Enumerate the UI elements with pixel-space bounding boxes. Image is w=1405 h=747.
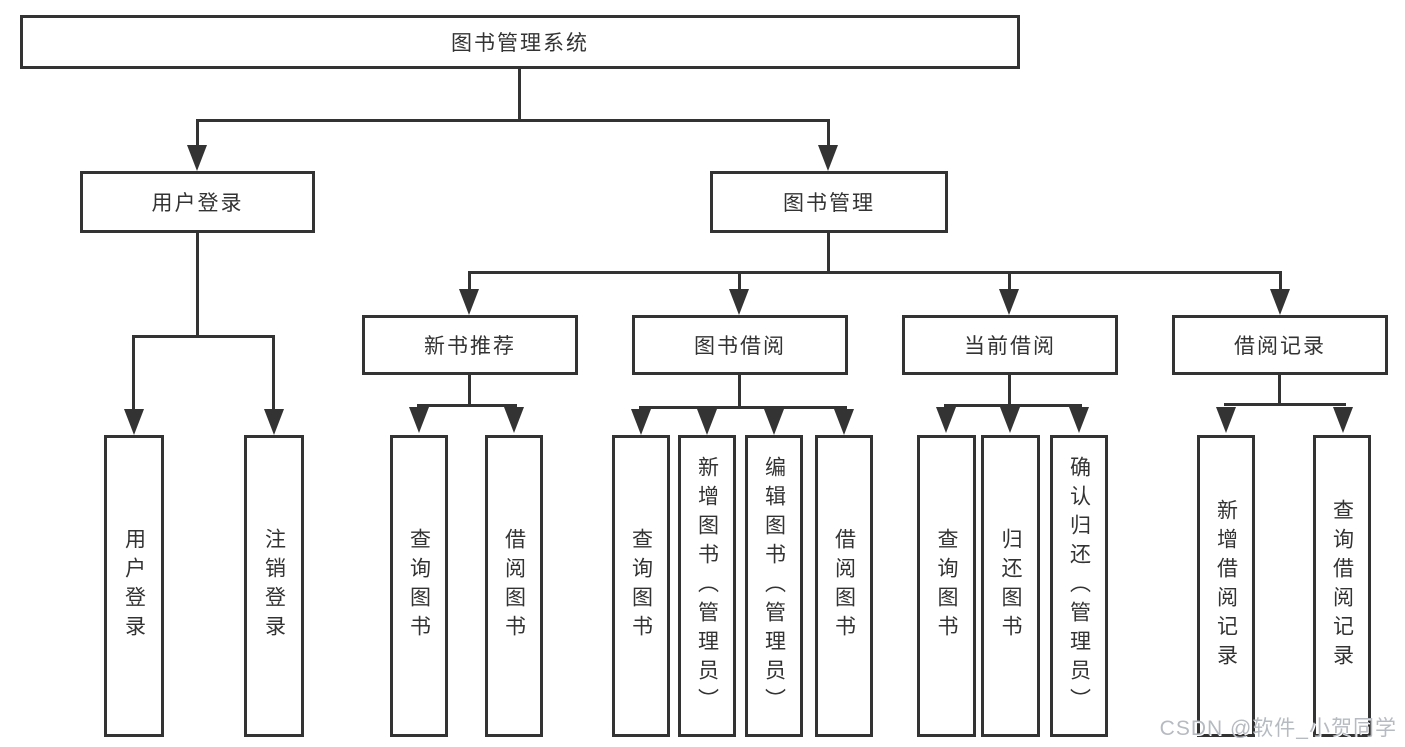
leaf-confirm-return-admin: 确认归还（管理员） <box>1050 435 1108 737</box>
arrowhead-current-borrow <box>999 289 1019 315</box>
leaf-borrow-books: 借阅图书 <box>815 435 873 737</box>
connector-user-login-branch <box>132 335 275 338</box>
arrowhead-leaf-add-books <box>697 409 717 435</box>
arrowhead-book-borrow <box>729 289 749 315</box>
node-current-borrowing: 当前借阅 <box>902 315 1118 375</box>
node-user-login-label: 用户登录 <box>151 192 244 215</box>
arrowhead-leaf-logout <box>264 409 284 435</box>
leaf-borrow-books-recommend: 借阅图书 <box>485 435 543 737</box>
connector-book-borrow-stem <box>738 375 741 409</box>
connector-stem-user-login <box>196 119 199 151</box>
node-borrowing-records-label: 借阅记录 <box>1234 335 1326 358</box>
connector-stem-leaf-logout <box>272 335 275 413</box>
arrowhead-book-management <box>818 145 838 171</box>
node-book-management: 图书管理 <box>710 171 948 233</box>
connector-current-borrow-stem <box>1008 375 1011 407</box>
arrowhead-leaf-add-record <box>1216 407 1236 433</box>
connector-stem-current-borrow <box>1008 271 1011 293</box>
leaf-query-books-current: 查询图书 <box>917 435 976 737</box>
connector-stem-book-management <box>827 119 830 151</box>
connector-book-management-branch <box>468 271 1282 274</box>
node-book-management-label: 图书管理 <box>783 192 875 215</box>
csdn-watermark: CSDN @软件_小贺同学 <box>1159 717 1397 740</box>
arrowhead-leaf-query-books-3 <box>936 407 956 433</box>
node-new-book-recommendation: 新书推荐 <box>362 315 578 375</box>
node-current-borrowing-label: 当前借阅 <box>964 335 1056 358</box>
leaf-query-borrow-record: 查询借阅记录 <box>1313 435 1371 737</box>
root-node-label: 图书管理系统 <box>451 32 589 55</box>
connector-stem-book-borrow <box>738 271 741 293</box>
arrowhead-leaf-user-login <box>124 409 144 435</box>
connector-root-stem <box>518 68 521 121</box>
node-user-login: 用户登录 <box>80 171 315 233</box>
arrowhead-leaf-query-books-1 <box>409 407 429 433</box>
node-new-book-recommendation-label: 新书推荐 <box>424 335 516 358</box>
connector-stem-new-book <box>468 271 471 293</box>
connector-user-login-stem <box>196 233 199 338</box>
arrowhead-user-login <box>187 145 207 171</box>
leaf-logout: 注销登录 <box>244 435 304 737</box>
node-borrowing-records: 借阅记录 <box>1172 315 1388 375</box>
connector-book-management-stem <box>827 233 830 274</box>
leaf-query-books-recommend: 查询图书 <box>390 435 448 737</box>
arrowhead-leaf-edit-books <box>764 409 784 435</box>
node-root-library-management-system: 图书管理系统 <box>20 15 1020 69</box>
arrowhead-leaf-borrow-books-1 <box>504 407 524 433</box>
arrowhead-leaf-borrow-books-2 <box>834 409 854 435</box>
connector-new-book-stem <box>468 375 471 407</box>
leaf-edit-books-admin: 编辑图书（管理员） <box>745 435 803 737</box>
connector-stem-leaf-user-login <box>132 335 135 413</box>
leaf-user-login: 用户登录 <box>104 435 164 737</box>
connector-borrow-records-stem <box>1278 375 1281 406</box>
node-book-borrowing-label: 图书借阅 <box>694 335 786 358</box>
connector-stem-borrow-records <box>1279 271 1282 293</box>
leaf-add-borrow-record: 新增借阅记录 <box>1197 435 1255 737</box>
connector-current-borrow-branch <box>944 404 1082 407</box>
connector-new-book-branch <box>417 404 517 407</box>
connector-borrow-records-branch <box>1224 403 1346 406</box>
leaf-return-books: 归还图书 <box>981 435 1040 737</box>
arrowhead-leaf-confirm-return <box>1069 407 1089 433</box>
arrowhead-leaf-return-books <box>1000 407 1020 433</box>
node-book-borrowing: 图书借阅 <box>632 315 848 375</box>
arrowhead-leaf-query-books-2 <box>631 409 651 435</box>
leaf-query-books-borrow: 查询图书 <box>612 435 670 737</box>
arrowhead-new-book <box>459 289 479 315</box>
leaf-add-books-admin: 新增图书（管理员） <box>678 435 736 737</box>
arrowhead-borrow-records <box>1270 289 1290 315</box>
connector-root-branch <box>196 119 830 122</box>
arrowhead-leaf-query-record <box>1333 407 1353 433</box>
connector-book-borrow-branch <box>639 406 847 409</box>
